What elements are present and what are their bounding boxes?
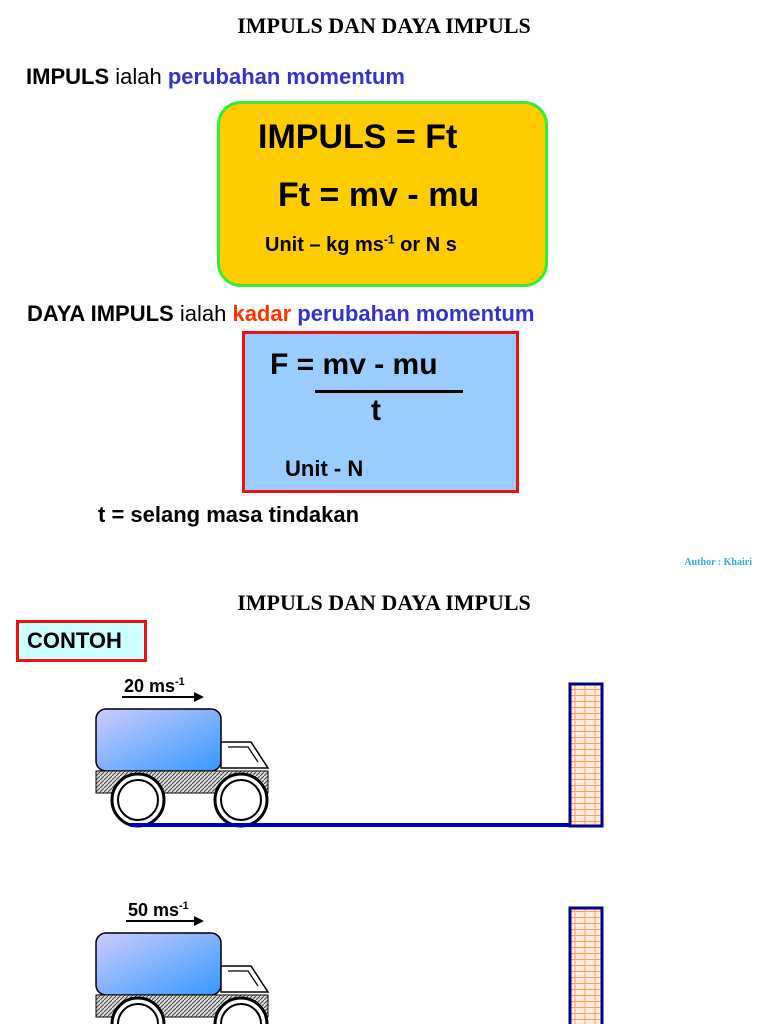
daya-impuls-formula-box: F = mv - mu t Unit - N bbox=[242, 331, 519, 493]
time-note: t = selang masa tindakan bbox=[98, 502, 360, 527]
daya-impuls-term: DAYA IMPULS bbox=[27, 301, 174, 326]
impuls-unit-exponent: -1 bbox=[383, 232, 395, 247]
daya-impuls-verb: ialah bbox=[179, 301, 227, 326]
wall-1 bbox=[568, 682, 604, 828]
speed-exponent-2: -1 bbox=[179, 900, 189, 912]
impuls-phrase: perubahan momentum bbox=[167, 64, 405, 89]
force-numerator: F = mv - mu bbox=[270, 348, 438, 381]
speed-exponent-1: -1 bbox=[175, 676, 185, 688]
ft-formula: Ft = mv - mu bbox=[278, 176, 480, 214]
velocity-arrow-2 bbox=[126, 916, 204, 926]
force-denominator: t bbox=[371, 394, 381, 427]
impuls-unit-suffix: or N s bbox=[400, 234, 457, 256]
fraction-bar bbox=[315, 390, 463, 393]
daya-impuls-phrase: perubahan momentum bbox=[297, 301, 535, 326]
impuls-verb: ialah bbox=[115, 64, 162, 89]
contoh-label: CONTOH bbox=[16, 620, 147, 662]
author-credit: Author : Khairi bbox=[684, 557, 752, 568]
impuls-term: IMPULS bbox=[26, 64, 110, 89]
speed-label-2: 50 ms-1 bbox=[128, 900, 189, 921]
velocity-arrow-1 bbox=[122, 692, 204, 702]
example-illustration bbox=[95, 682, 604, 1024]
speed-value-2: 50 ms bbox=[128, 900, 180, 920]
slide1-title: IMPULS DAN DAYA IMPULS bbox=[237, 13, 531, 38]
speed-value-1: 20 ms bbox=[124, 676, 176, 696]
wall-2 bbox=[568, 906, 604, 1024]
impuls-unit: Unit – kg ms-1 or N s bbox=[265, 232, 457, 257]
slide2-title: IMPULS DAN DAYA IMPULS bbox=[237, 590, 531, 615]
truck-2 bbox=[95, 932, 270, 1024]
impuls-formula-box: IMPULS = Ft Ft = mv - mu Unit – kg ms-1 … bbox=[217, 101, 548, 287]
daya-impuls-definition: DAYA IMPULS ialah kadar perubahan moment… bbox=[27, 301, 534, 327]
speed-label-1: 20 ms-1 bbox=[124, 676, 185, 697]
impuls-unit-prefix: Unit – kg ms bbox=[265, 234, 384, 256]
force-unit: Unit - N bbox=[285, 456, 364, 481]
truck-1 bbox=[95, 708, 270, 828]
impuls-definition: IMPULS ialah perubahan momentum bbox=[26, 64, 405, 90]
impuls-formula: IMPULS = Ft bbox=[258, 118, 458, 156]
daya-impuls-highlight: kadar bbox=[232, 301, 292, 326]
